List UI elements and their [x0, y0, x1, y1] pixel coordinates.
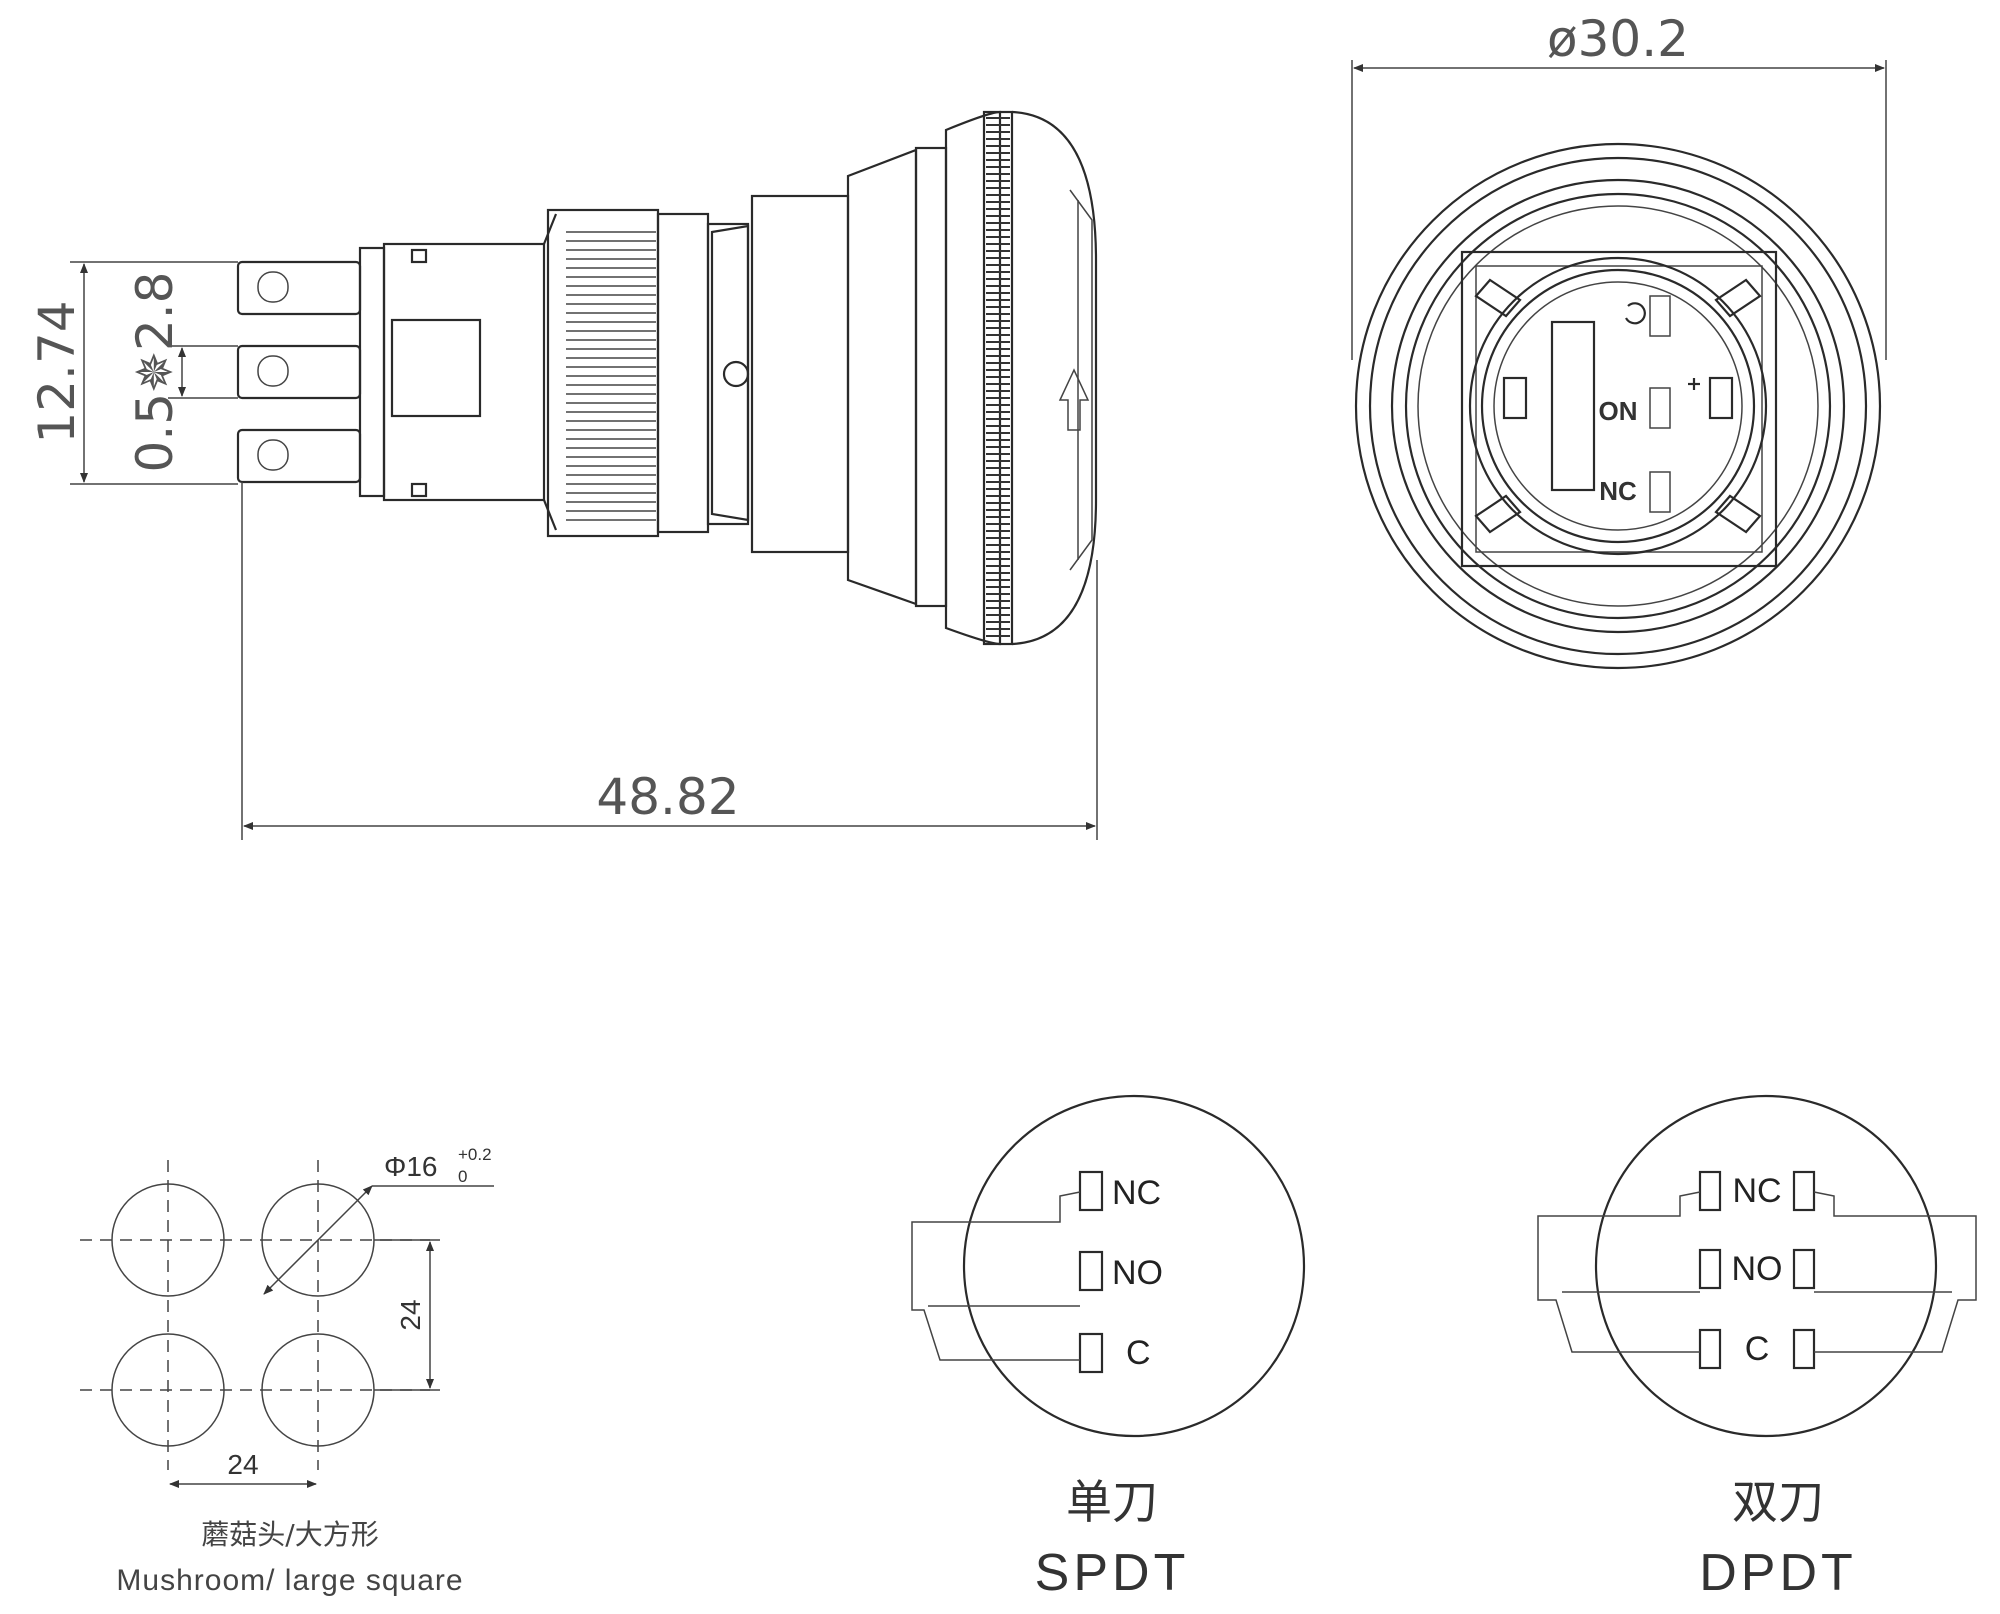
- dim-diameter-label: ø30.2: [1547, 10, 1689, 68]
- spdt-terminal-c: C: [1126, 1334, 1151, 1372]
- dimension-diameter: ø30.2: [1351, 10, 1887, 360]
- front-on-mark: ON: [1599, 396, 1638, 426]
- spdt-schematic: NC NO C 单刀 SPDT: [911, 1094, 1306, 1602]
- dpdt-terminal-nc: NC: [1732, 1172, 1781, 1210]
- dimension-length: 48.82: [241, 482, 1098, 840]
- hole-dim-label: Φ16: [384, 1151, 437, 1182]
- spdt-terminal-no: NO: [1112, 1254, 1163, 1292]
- dimension-height: 12.74: [28, 261, 238, 485]
- cutout-label-en: Mushroom/ large square: [116, 1564, 463, 1597]
- dimension-pin: 0.5✵2.8: [126, 272, 238, 473]
- mounting-nut: [546, 208, 750, 538]
- housing: [750, 146, 948, 608]
- dpdt-schematic: NC NO C 双刀 DPDT: [1537, 1094, 1977, 1602]
- cutout-label-zh: 蘑菇头/大方形: [201, 1518, 378, 1551]
- spdt-caption-en: SPDT: [1035, 1544, 1190, 1602]
- hole-tol-lower: 0: [458, 1167, 467, 1186]
- dpdt-terminal-c: C: [1745, 1330, 1770, 1368]
- hole-tol-upper: +0.2: [458, 1145, 492, 1164]
- square-bezel: [1460, 250, 1778, 568]
- side-view: 48.82 12.74 0.5✵2.8: [28, 110, 1098, 840]
- dpdt-terminal-no: NO: [1732, 1250, 1783, 1288]
- mushroom-head: [944, 110, 1098, 646]
- dim-length-label: 48.82: [596, 768, 739, 826]
- dim-pin-label: 0.5✵2.8: [126, 272, 184, 473]
- dpdt-caption-en: DPDT: [1699, 1544, 1857, 1602]
- front-nc-mark: NC: [1599, 476, 1637, 506]
- pitch-horizontal-label: 24: [227, 1449, 258, 1480]
- cutout-hole: [111, 1183, 225, 1297]
- panel-cutout: Φ16 +0.2 0 24 24 蘑菇头/大方形 Mushroom/ large…: [80, 1145, 494, 1597]
- front-view: ø30.2 ON NC: [1351, 10, 1887, 670]
- outer-ring: [1354, 142, 1882, 670]
- corner-grips: [1474, 278, 1762, 534]
- dpdt-caption-zh: 双刀: [1732, 1475, 1824, 1529]
- pitch-vertical-label: 24: [395, 1299, 426, 1330]
- dim-height-label: 12.74: [28, 300, 86, 443]
- switch-body: [358, 213, 558, 531]
- spdt-terminal-nc: NC: [1112, 1174, 1161, 1212]
- spdt-caption-zh: 单刀: [1066, 1475, 1158, 1529]
- cutout-hole: [111, 1333, 225, 1447]
- terminal-pins: [236, 260, 362, 484]
